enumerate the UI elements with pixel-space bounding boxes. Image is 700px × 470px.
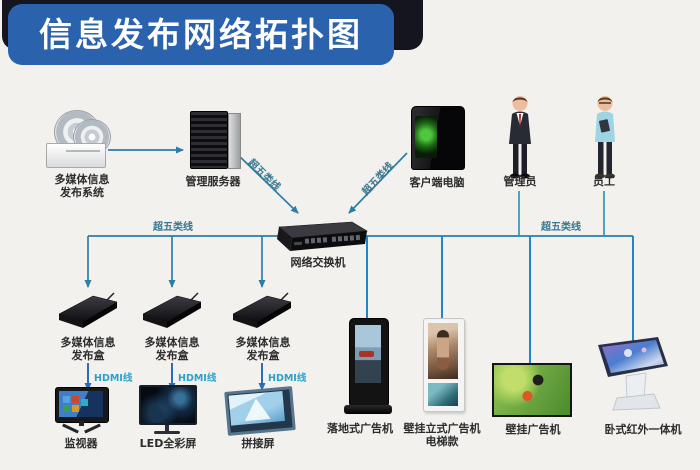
- elevator-ad-label: 壁挂立式广告机电梯款: [403, 422, 481, 448]
- admin-label: 管理员: [503, 175, 537, 188]
- switch-label: 网络交换机: [290, 256, 346, 269]
- server-rack: [190, 111, 228, 169]
- elevator-ad-icon: [423, 318, 465, 412]
- admin-person-icon: [509, 96, 531, 179]
- led-label: LED全彩屏: [139, 437, 197, 450]
- player-box: [46, 143, 106, 168]
- edge-server-switch: [233, 150, 299, 214]
- publisher-label: 多媒体信息发布系统: [54, 173, 110, 199]
- box2-label: 多媒体信息发布盒: [144, 336, 200, 362]
- page-title: 信息发布网络拓扑图: [39, 15, 363, 54]
- splicing-screen-icon: [224, 386, 296, 436]
- box1-label: 多媒体信息发布盒: [60, 336, 116, 362]
- publisher-box-3-icon: [232, 292, 292, 328]
- monitor-icon: [55, 387, 109, 435]
- server-door: [228, 113, 241, 169]
- cat5e-label-server: 超五类线: [245, 155, 284, 193]
- kiosk-label: 卧式红外一体机: [604, 423, 682, 436]
- pc-window: [415, 116, 437, 158]
- cat5e-label-left: 超五类线: [152, 220, 193, 233]
- edge-client-switch: [348, 152, 408, 214]
- client-pc-icon: [411, 106, 465, 170]
- publisher-box-1-icon: [58, 292, 118, 328]
- hdmi-label-1: HDMI线: [94, 372, 133, 384]
- cat5e-label-right: 超五类线: [540, 220, 581, 233]
- staff-person-icon: [595, 96, 615, 179]
- floor-ad-icon: [344, 318, 397, 416]
- network-switch-icon: [277, 221, 368, 251]
- cat5e-label-client: 超五类线: [358, 160, 395, 199]
- client-label: 客户端电脑: [409, 176, 465, 189]
- server-icon: [190, 111, 242, 169]
- title-banner: 信息发布网络拓扑图: [8, 4, 394, 65]
- hdmi-label-3: HDMI线: [268, 372, 307, 384]
- monitor-label: 监视器: [64, 437, 98, 450]
- splice-label: 拼接屏: [241, 437, 275, 450]
- wall-ad-icon: [492, 363, 572, 417]
- kiosk-device-icon: [598, 337, 668, 411]
- led-screen-icon: [139, 385, 197, 435]
- wall-ad-label: 壁挂广告机: [505, 423, 561, 436]
- box3-label: 多媒体信息发布盒: [235, 336, 291, 362]
- hdmi-label-2: HDMI线: [178, 372, 217, 384]
- floor-ad-label: 落地式广告机: [327, 422, 393, 435]
- staff-label: 员工: [593, 175, 615, 188]
- publisher-box-2-icon: [142, 292, 202, 328]
- publisher-system-icon: [46, 110, 111, 168]
- server-label: 管理服务器: [185, 175, 241, 188]
